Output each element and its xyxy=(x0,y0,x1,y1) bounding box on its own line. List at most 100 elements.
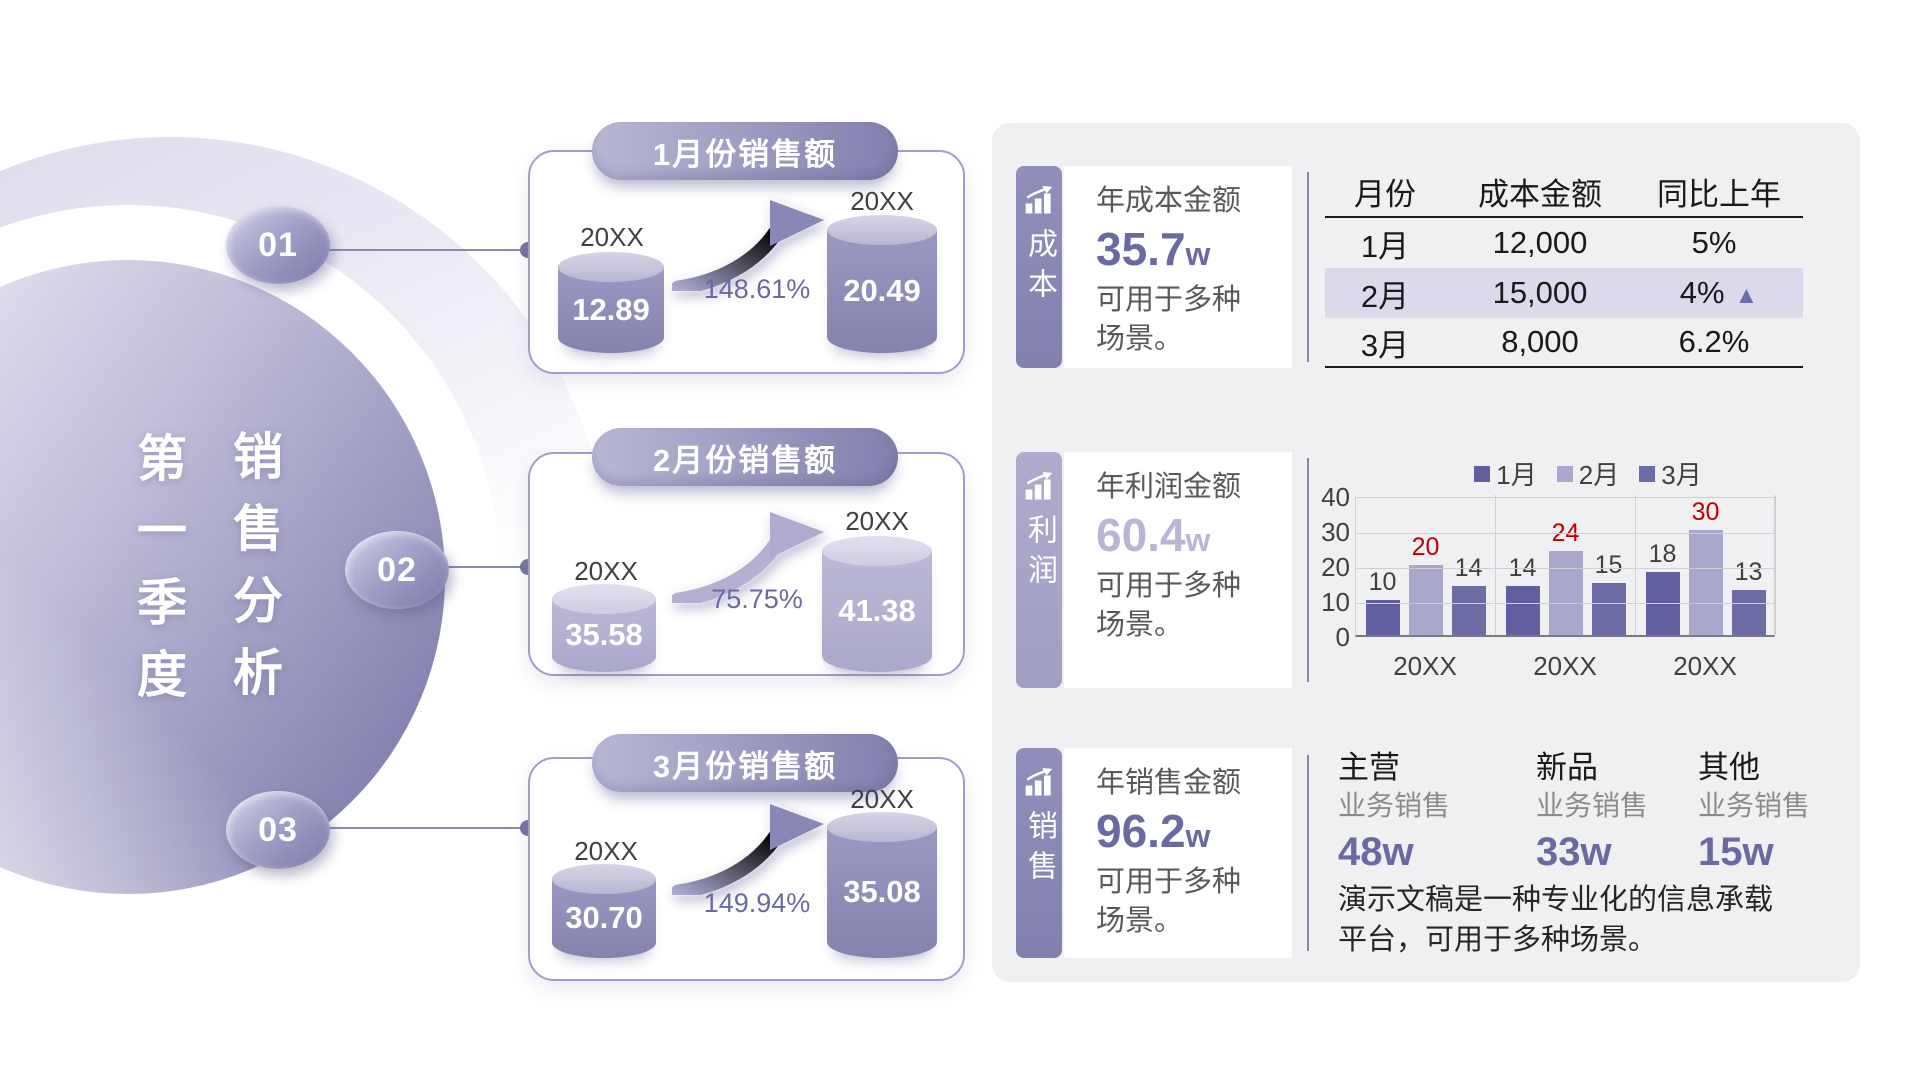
sales-col-value: 15w xyxy=(1698,830,1774,874)
bar: 24 xyxy=(1548,519,1583,635)
y-axis-label: 40 xyxy=(1321,482,1350,512)
year-label: 20XX xyxy=(845,506,909,536)
y-axis-label: 0 xyxy=(1335,622,1350,652)
tab-cost-label: 成本 xyxy=(1023,228,1056,309)
sales-col-value: 33w xyxy=(1536,830,1612,874)
growth-arrow-icon xyxy=(672,200,824,291)
cost-table-header: 月份 成本金额 同比上年 xyxy=(1325,166,1803,218)
growth-percent-1: 148.61% xyxy=(703,274,811,304)
tab-profit-label: 利润 xyxy=(1023,514,1056,595)
bar: 13 xyxy=(1731,558,1766,635)
year-label: 20XX xyxy=(850,784,914,814)
divider xyxy=(1307,458,1309,682)
bar: 15 xyxy=(1591,551,1626,635)
sales-paragraph-line1: 演示文稿是一种专业化的信息承载 xyxy=(1338,884,1774,916)
profit-headline: 年利润金额 xyxy=(1096,471,1242,503)
divider xyxy=(1307,755,1309,951)
x-axis-label: 20XX xyxy=(1533,651,1597,681)
sales-col-title: 新品 xyxy=(1536,750,1598,785)
sales-desc-1: 可用于多种 xyxy=(1096,866,1242,898)
cost-desc-2: 场景。 xyxy=(1096,323,1184,355)
sales-col-subtitle: 业务销售 xyxy=(1338,790,1451,821)
x-axis-label: 20XX xyxy=(1673,651,1737,681)
card-title-pill-3: 3月份销售额 xyxy=(592,734,898,792)
growth-arrow-icon xyxy=(672,804,824,895)
y-axis-label: 10 xyxy=(1321,587,1350,617)
growth-percent-2: 75.75% xyxy=(711,584,803,614)
col-header-month: 月份 xyxy=(1354,176,1416,212)
step-badge-01: 01 xyxy=(226,206,330,284)
col-header-amount: 成本金额 xyxy=(1478,176,1602,212)
growth-arrow-icon xyxy=(672,512,824,603)
cost-amount: 35.7w xyxy=(1096,223,1211,275)
connector-line-1 xyxy=(322,249,528,251)
bar: 14 xyxy=(1505,554,1540,635)
profit-desc-2: 场景。 xyxy=(1096,609,1184,641)
profit-summary-box: 年利润金额 60.4w 可用于多种 场景。 xyxy=(1064,452,1292,688)
connector-line-2 xyxy=(440,566,528,568)
card-title-pill-2: 2月份销售额 xyxy=(592,428,898,486)
sales-col-subtitle: 业务销售 xyxy=(1698,790,1811,821)
x-axis-label: 20XX xyxy=(1393,651,1457,681)
col-header-yoy: 同比上年 xyxy=(1657,176,1781,212)
sales-col-value: 48w xyxy=(1338,830,1414,874)
year-label: 20XX xyxy=(574,836,638,866)
chart-legend: 1月 2月 3月 xyxy=(1318,455,1858,492)
tab-sales-label: 销售 xyxy=(1023,810,1056,891)
bar: 20 xyxy=(1408,533,1443,635)
tab-sales: 销售 xyxy=(1016,748,1062,958)
bar-chart-icon xyxy=(1025,186,1053,214)
year-label: 20XX xyxy=(580,222,644,252)
growth-percent-3: 149.94% xyxy=(703,888,811,918)
step-badge-02: 02 xyxy=(345,531,449,609)
sales-summary-box: 年销售金额 96.2w 可用于多种 场景。 xyxy=(1064,748,1292,958)
bar-chart-icon xyxy=(1025,472,1053,500)
bar-chart-icon xyxy=(1025,768,1053,796)
sales-column-other: 其他 业务销售 15w xyxy=(1698,748,1888,878)
sales-headline: 年销售金额 xyxy=(1096,767,1242,799)
cost-summary-box: 年成本金额 35.7w 可用于多种 场景。 xyxy=(1064,166,1292,368)
tab-cost: 成本 xyxy=(1016,166,1062,368)
chart-xlabels: 20XX 20XX 20XX xyxy=(1355,651,1775,682)
step-badge-03: 03 xyxy=(226,791,330,869)
sales-desc-2: 场景。 xyxy=(1096,905,1184,937)
profit-amount: 60.4w xyxy=(1096,509,1211,561)
divider xyxy=(1307,172,1309,362)
card-title-pill-1: 1月份销售额 xyxy=(592,122,898,180)
year-label: 20XX xyxy=(574,556,638,586)
y-axis-label: 30 xyxy=(1321,517,1350,547)
profit-desc-1: 可用于多种 xyxy=(1096,570,1242,602)
sales-column-new: 新品 业务销售 33w xyxy=(1536,748,1726,878)
cost-headline: 年成本金额 xyxy=(1096,185,1242,217)
bar: 10 xyxy=(1365,568,1400,635)
bar: 30 xyxy=(1688,498,1723,635)
slide-title-column-left: 第一季度 xyxy=(130,432,186,720)
legend-item: 3月 xyxy=(1639,455,1702,492)
sales-amount: 96.2w xyxy=(1096,805,1211,857)
connector-line-3 xyxy=(322,827,528,829)
legend-item: 1月 xyxy=(1474,455,1537,492)
sales-paragraph: 演示文稿是一种专业化的信息承载 平台，可用于多种场景。 xyxy=(1338,880,1860,960)
tab-profit: 利润 xyxy=(1016,452,1062,688)
sales-col-title: 主营 xyxy=(1338,750,1400,785)
sales-paragraph-line2: 平台，可用于多种场景。 xyxy=(1338,924,1658,956)
y-axis-label: 20 xyxy=(1321,552,1350,582)
legend-item: 2月 xyxy=(1556,455,1619,492)
sales-col-title: 其他 xyxy=(1698,750,1760,785)
sales-column-main: 主营 业务销售 48w xyxy=(1338,748,1528,878)
sales-col-subtitle: 业务销售 xyxy=(1536,790,1649,821)
slide-title-column-right: 销售分析 xyxy=(226,430,282,718)
year-label: 20XX xyxy=(850,186,914,216)
bar: 14 xyxy=(1451,554,1486,635)
cost-desc-1: 可用于多种 xyxy=(1096,284,1242,316)
